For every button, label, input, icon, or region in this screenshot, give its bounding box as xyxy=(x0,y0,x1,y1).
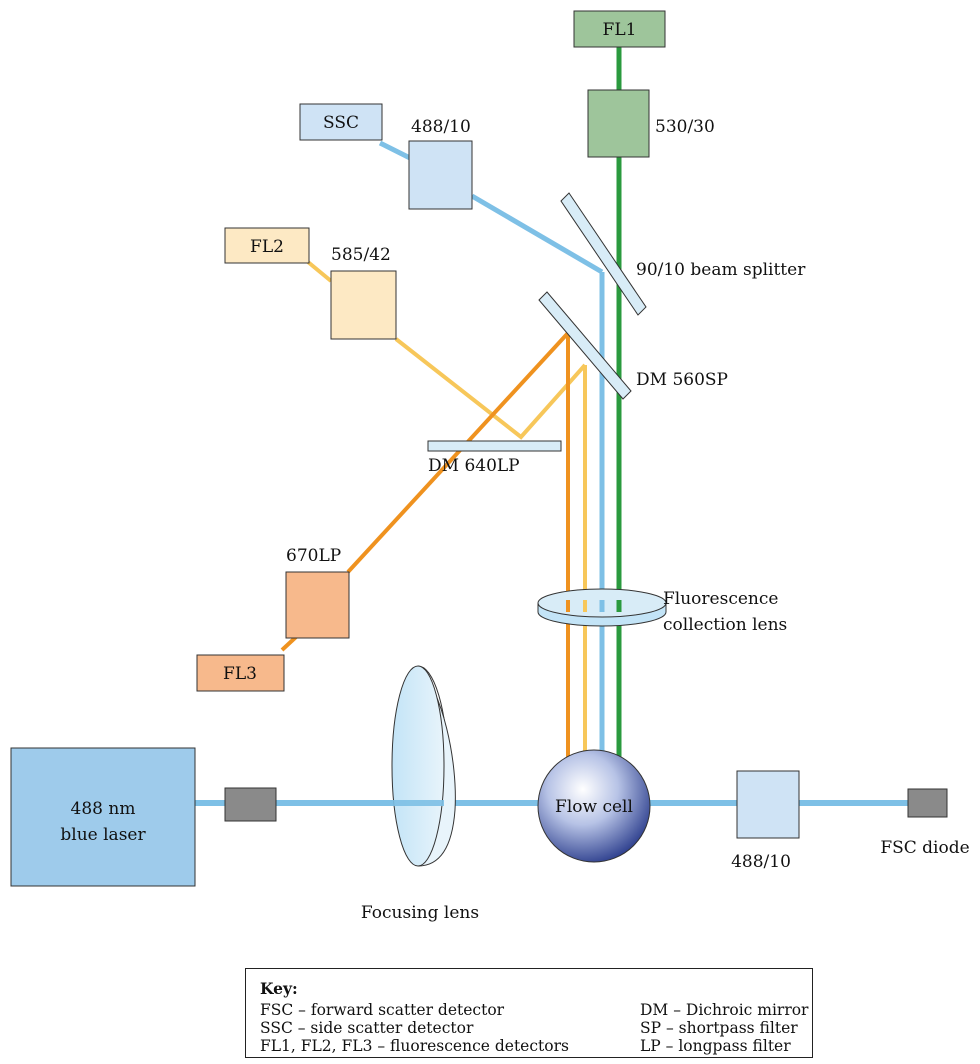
fl3-filter-label: 670LP xyxy=(286,546,341,566)
focusing-lens-label: Focusing lens xyxy=(361,903,479,923)
fl2-beam-reflected xyxy=(394,337,587,440)
fl3-label: FL3 xyxy=(223,664,257,684)
dm-560sp-label: DM 560SP xyxy=(636,370,728,390)
flow-cell: Flow cell xyxy=(537,749,651,863)
fl3-beam-to-detector xyxy=(280,635,298,652)
ssc-filter-label: 488/10 xyxy=(411,117,471,137)
fl2-filter-label: 585/42 xyxy=(331,245,391,265)
dm-640lp-label: DM 640LP xyxy=(428,456,520,476)
ssc-beam-to-detector xyxy=(378,140,412,161)
key-title: Key: xyxy=(260,979,298,998)
optical-layout: FL1 530/30 SSC 488/10 FL2 585/42 670LP F… xyxy=(10,10,970,923)
laser-source: 488 nm blue laser xyxy=(10,747,196,887)
dm-640lp-mirror xyxy=(427,440,562,452)
key-item: FL1, FL2, FL3 – fluorescence detectors xyxy=(260,1037,569,1055)
fl1-label: FL1 xyxy=(603,20,637,40)
beam-paths xyxy=(195,43,910,806)
focusing-lens xyxy=(391,665,456,867)
legend-key: Key: FSC – forward scatter detector SSC … xyxy=(245,968,813,1058)
collection-lens-label-2: collection lens xyxy=(663,615,787,635)
ssc-filter xyxy=(408,140,473,210)
laser-label-1: 488 nm xyxy=(71,799,136,819)
fl3-beam-reflected xyxy=(346,331,570,574)
fsc-diode xyxy=(907,788,948,818)
key-item: LP – longpass filter xyxy=(640,1037,791,1055)
ssc-detector: SSC xyxy=(299,103,383,141)
fl2-beam-to-detector xyxy=(306,260,333,283)
beam-splitter-label: 90/10 beam splitter xyxy=(636,260,806,280)
collection-lens xyxy=(537,588,667,627)
ssc-beam-reflected xyxy=(470,193,604,275)
fl1-filter-label: 530/30 xyxy=(655,117,715,137)
key-item: SSC – side scatter detector xyxy=(260,1019,474,1037)
flow-cell-label: Flow cell xyxy=(555,797,633,817)
key-item: SP – shortpass filter xyxy=(640,1019,798,1037)
fl3-filter xyxy=(285,571,350,639)
key-item: DM – Dichroic mirror xyxy=(640,1001,809,1019)
beam-shaper xyxy=(224,787,277,822)
dm-560sp-mirror xyxy=(538,291,632,400)
fl2-detector: FL2 xyxy=(224,227,310,264)
fl1-filter xyxy=(587,89,650,158)
fsc-diode-label: FSC diode xyxy=(880,838,969,858)
fl3-detector: FL3 xyxy=(196,654,285,692)
fl2-label: FL2 xyxy=(250,237,284,257)
ssc-label: SSC xyxy=(323,113,359,133)
fsc-filter xyxy=(736,770,800,839)
laser-label-2: blue laser xyxy=(60,825,146,845)
fsc-filter-label: 488/10 xyxy=(731,852,791,872)
beam-splitter-mirror xyxy=(560,192,647,316)
fl1-detector: FL1 xyxy=(573,10,666,48)
collection-lens-label-1: Fluorescence xyxy=(663,589,778,609)
fl2-filter xyxy=(330,270,397,340)
key-item: FSC – forward scatter detector xyxy=(260,1001,505,1019)
